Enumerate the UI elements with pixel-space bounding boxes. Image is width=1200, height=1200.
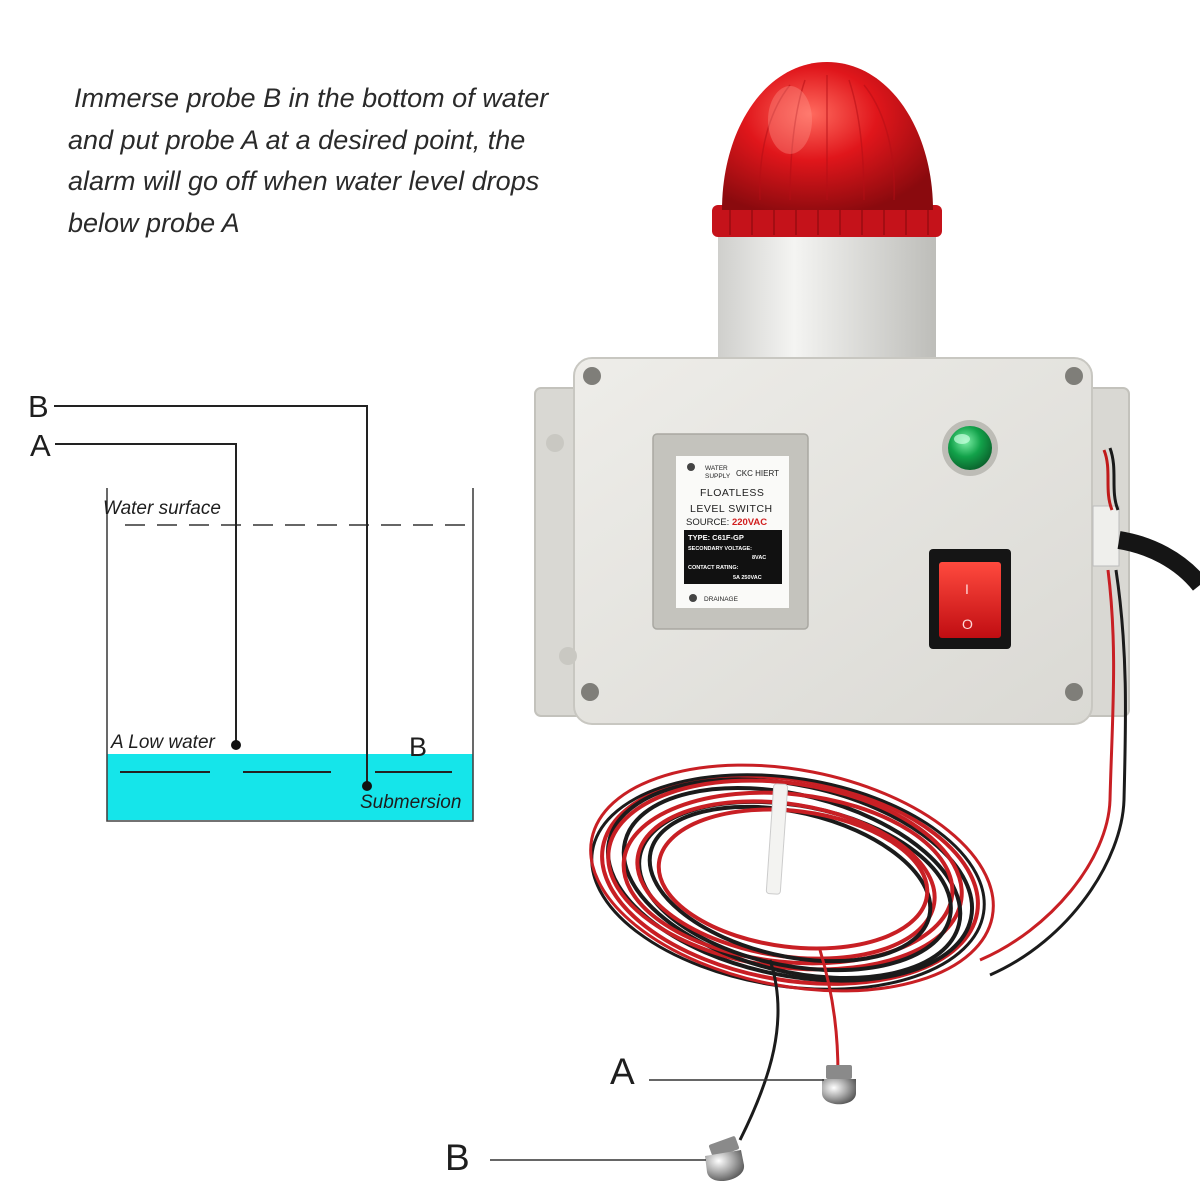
- probe-b-wire: [54, 405, 368, 785]
- probe-cable: [589, 569, 1128, 1141]
- power-indicator-light: [948, 426, 992, 470]
- screw: [1065, 367, 1083, 385]
- probe-b-label: B: [28, 389, 49, 424]
- source-label: SOURCE: 220VAC: [686, 517, 767, 528]
- relay-title: LEVEL SWITCH: [690, 503, 773, 515]
- alarm-beacon: [712, 62, 942, 368]
- probe-a: [822, 1065, 856, 1105]
- probe-b: [705, 1136, 745, 1182]
- instruction-line: Immerse probe B in the bottom of water: [74, 83, 549, 113]
- contact-rating-label: CONTACT RATING:: [688, 565, 739, 571]
- supply-label: SUPPLY: [705, 473, 731, 480]
- drainage-label: DRAINAGE: [704, 596, 739, 603]
- probe-a-wire: [55, 443, 237, 744]
- screw: [581, 683, 599, 701]
- probe-a-dot: [231, 740, 241, 750]
- type-line: TYPE: C61F-GP: [688, 533, 744, 542]
- spec-panel: [684, 530, 782, 584]
- instruction-line: and put probe A at a desired point, the: [68, 124, 526, 155]
- instruction-line: below probe A: [68, 207, 240, 238]
- probe-b-dot: [362, 781, 372, 791]
- water-surface-label: Water surface: [103, 498, 221, 519]
- beacon-base: [718, 228, 936, 368]
- secondary-voltage-value: 8VAC: [752, 555, 766, 561]
- contact-rating-value: 5A 250VAC: [733, 575, 762, 581]
- instruction-text: Immerse probe B in the bottom of water a…: [68, 78, 608, 244]
- switch-on-symbol: I: [965, 581, 969, 597]
- brand-label: CKC HIERT: [736, 469, 779, 478]
- probe-a-callout-label: A: [610, 1051, 635, 1092]
- secondary-voltage-label: SECONDARY VOLTAGE:: [688, 546, 752, 552]
- tank-outline: [106, 488, 474, 822]
- water-fill: [107, 754, 473, 820]
- source-prefix: SOURCE:: [686, 517, 729, 528]
- submersion-label: Submersion: [360, 792, 461, 813]
- relay-title: FLOATLESS: [700, 487, 764, 499]
- screw: [583, 367, 601, 385]
- instruction-line: alarm will go off when water level drops: [68, 166, 540, 196]
- probe-a-label: A: [30, 428, 51, 463]
- water-level-diagram: B A Water surface A Low water B Submersi…: [28, 389, 474, 822]
- source-value: 220VAC: [732, 517, 767, 528]
- box-front: [573, 357, 1093, 725]
- controller-box: WATER SUPPLY CKC HIERT FLOATLESS LEVEL S…: [534, 357, 1200, 725]
- power-rocker-switch[interactable]: [939, 562, 1001, 638]
- switch-off-symbol: O: [962, 616, 973, 632]
- probe-b-callout-label: B: [445, 1137, 470, 1178]
- screw: [1065, 683, 1083, 701]
- b-marker-label: B: [409, 732, 427, 762]
- supply-label: WATER: [705, 465, 728, 472]
- low-water-label: A Low water: [110, 732, 216, 753]
